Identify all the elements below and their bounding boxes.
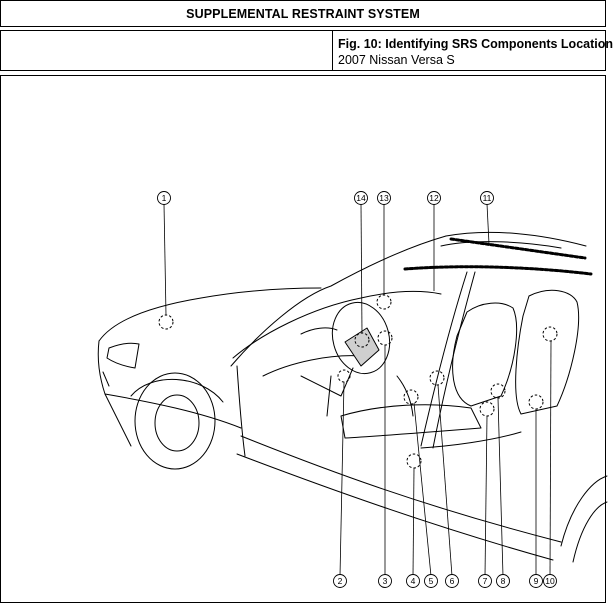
front-bumper — [97, 340, 132, 447]
curtain-airbag-rail-upper — [449, 237, 587, 260]
curtain-airbag-rail-lower — [403, 265, 593, 276]
srs-vehicle-diagram: 1 14 13 12 11 2 — [97, 191, 608, 588]
sill-upper — [240, 435, 562, 543]
callout-4-number: 4 — [411, 576, 416, 586]
floor-line — [420, 431, 522, 449]
callout-10: 10 — [543, 574, 557, 588]
callout-3-number: 3 — [383, 576, 388, 586]
leader-8 — [497, 397, 504, 577]
dashboard-top — [232, 290, 442, 359]
roof-front — [440, 241, 562, 249]
leader-1 — [163, 203, 167, 316]
door-front-edge — [236, 365, 246, 457]
roof-top — [445, 231, 587, 247]
figure-caption-cell: Fig. 10: Identifying SRS Components Loca… — [338, 36, 613, 68]
marker-13 — [376, 294, 392, 310]
callout-5-number: 5 — [429, 576, 434, 586]
pedal-area — [326, 375, 332, 417]
callout-7: 7 — [478, 574, 492, 588]
callout-6: 6 — [445, 574, 459, 588]
marker-2 — [337, 369, 351, 383]
rear-wheel-arch — [560, 475, 608, 547]
rear-tire-edge — [572, 501, 608, 563]
steering-wheel — [331, 301, 391, 375]
callout-8: 8 — [496, 574, 510, 588]
callout-3: 3 — [378, 574, 392, 588]
marker-5 — [403, 389, 419, 405]
marker-6 — [429, 370, 445, 386]
steering-column — [300, 367, 354, 397]
page-title: SUPPLEMENTAL RESTRAINT SYSTEM — [186, 6, 420, 21]
callout-4: 4 — [406, 574, 420, 588]
marker-9 — [528, 394, 544, 410]
callout-12-number: 12 — [429, 193, 439, 203]
center-console — [396, 375, 414, 417]
front-tire — [134, 372, 216, 470]
headlamp — [106, 342, 140, 369]
windshield-base — [230, 235, 447, 367]
callout-9: 9 — [529, 574, 543, 588]
header-blank-cell — [1, 31, 333, 70]
grille-line — [102, 371, 110, 387]
callout-5: 5 — [424, 574, 438, 588]
front-rim — [154, 394, 200, 452]
leader-11 — [486, 203, 490, 245]
instrument-cluster — [300, 327, 338, 335]
front-seat-back — [452, 302, 518, 407]
leader-10 — [549, 340, 552, 577]
component-markers — [158, 294, 558, 469]
leader-7 — [484, 415, 488, 577]
vehicle-outline — [97, 231, 608, 563]
leader-2 — [339, 381, 345, 577]
leader-4 — [412, 467, 415, 577]
callout-11-number: 11 — [483, 193, 492, 203]
dashboard-lower — [262, 355, 362, 377]
callout-13-number: 13 — [379, 193, 389, 203]
callout-10-number: 10 — [545, 576, 555, 586]
callout-2: 2 — [333, 574, 347, 588]
callout-11: 11 — [480, 191, 494, 205]
front-wheel-arch — [130, 378, 224, 403]
lower-body-line — [104, 393, 242, 429]
hood-line — [98, 287, 322, 342]
leader-5 — [413, 402, 432, 577]
b-pillar-rear — [432, 271, 476, 449]
callout-6-number: 6 — [450, 576, 455, 586]
callout-2-number: 2 — [338, 576, 343, 586]
callout-labels: 1 14 13 12 11 2 — [157, 191, 557, 588]
sill-lower — [236, 453, 554, 561]
callout-14-number: 14 — [356, 193, 366, 203]
callout-7-number: 7 — [483, 576, 488, 586]
vehicle-name: 2007 Nissan Versa S — [338, 53, 455, 67]
callout-8-number: 8 — [501, 576, 506, 586]
b-pillar-front — [420, 271, 468, 447]
marker-10 — [542, 326, 558, 342]
leader-14 — [360, 203, 363, 334]
callout-9-number: 9 — [534, 576, 539, 586]
marker-7 — [479, 401, 495, 417]
header-title-bar: SUPPLEMENTAL RESTRAINT SYSTEM — [0, 0, 606, 27]
callout-13: 13 — [377, 191, 391, 205]
callout-14: 14 — [354, 191, 368, 205]
leader-6 — [437, 384, 453, 577]
diagram-panel: 1 14 13 12 11 2 — [0, 75, 608, 603]
marker-1 — [158, 314, 174, 330]
callout-1: 1 — [157, 191, 171, 205]
callout-1-number: 1 — [162, 193, 167, 203]
callout-12: 12 — [427, 191, 441, 205]
figure-header-row: Fig. 10: Identifying SRS Components Loca… — [0, 30, 613, 71]
figure-caption: Fig. 10: Identifying SRS Components Loca… — [338, 37, 613, 51]
front-seat-cushion — [340, 404, 482, 439]
rear-seat-back — [515, 289, 580, 415]
leader-lines — [163, 203, 552, 577]
